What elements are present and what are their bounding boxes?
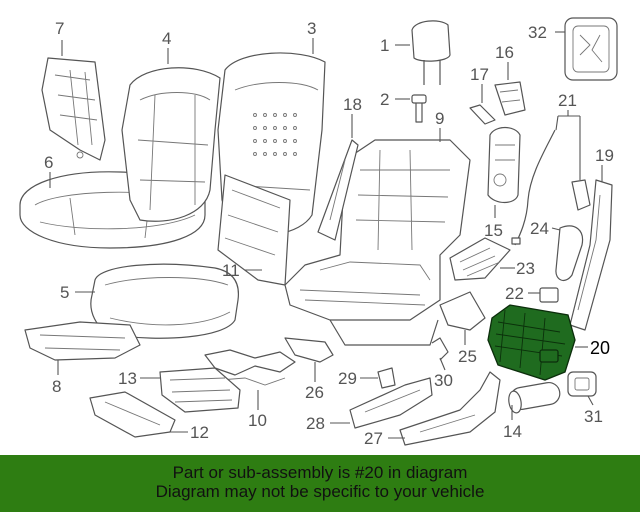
callout-1: 1: [380, 36, 389, 55]
part-12-bracket: [89, 391, 176, 438]
callout-32: 32: [528, 23, 547, 42]
part-7-back-panel: [41, 57, 106, 161]
callout-16: 16: [495, 43, 514, 62]
part-30-clip: [431, 337, 449, 361]
callout-17: 17: [470, 65, 489, 84]
callout-11: 11: [222, 261, 240, 280]
callout-25: 25: [458, 347, 477, 366]
part-4-back-foam: [121, 67, 221, 222]
callout-30: 30: [434, 371, 453, 390]
callout-23: 23: [516, 259, 535, 278]
part-2-headrest-guide: [411, 94, 427, 123]
part-14-motor: [508, 381, 561, 414]
part-5-cushion-cover: [90, 263, 240, 339]
callout-26: 26: [305, 383, 324, 402]
callout-28: 28: [306, 414, 325, 433]
part-8-cushion-pan: [24, 321, 141, 361]
callout-27: 27: [364, 429, 383, 448]
part-23-trim-plate: [449, 237, 511, 281]
callout-2: 2: [380, 90, 389, 109]
callout-4: 4: [162, 29, 171, 48]
seat-parts-diagram: 7 4 3 1 2 16 17 18 9 6 21 19 15 24 11 23…: [19, 17, 618, 448]
callout-10: 10: [248, 411, 267, 430]
part-15-airbag-module: [487, 126, 521, 204]
callout-13: 13: [118, 369, 137, 388]
part-17-small-clip: [469, 104, 496, 125]
part-18-side-trim: [317, 139, 359, 241]
part-1-headrest: [411, 20, 451, 85]
callout-labels: 7 4 3 1 2 16 17 18 9 6 21 19 15 24 11 23…: [44, 19, 614, 448]
callout-12: 12: [190, 423, 209, 442]
part-20-control-module-highlighted: [487, 304, 576, 381]
callout-3: 3: [307, 19, 316, 38]
callout-24: 24: [530, 219, 549, 238]
part-19-side-trim-panel: [569, 179, 613, 331]
callout-9: 9: [435, 109, 444, 128]
callout-31: 31: [584, 407, 603, 426]
callout-8: 8: [52, 377, 61, 396]
callout-22: 22: [505, 284, 524, 303]
part-29-bracket: [377, 367, 396, 389]
part-22-connector: [539, 287, 559, 303]
callout-5: 5: [60, 283, 69, 302]
callout-29: 29: [338, 369, 357, 388]
part-11-back-board: [217, 174, 291, 286]
banner-line-1: Part or sub-assembly is #20 in diagram: [172, 463, 468, 482]
banner-line-2: Diagram may not be specific to your vehi…: [155, 482, 485, 501]
part-26-trim-cover: [284, 337, 334, 363]
leader-lines: [49, 31, 603, 439]
part-21-cable: [511, 129, 591, 246]
part-16-clip: [494, 81, 526, 116]
callout-21: 21: [558, 91, 577, 110]
part-10-wire-harness: [204, 349, 296, 386]
part-28-outer-trim: [349, 377, 433, 429]
part-25-bracket-plate: [439, 291, 486, 331]
part-27-lower-trim: [399, 371, 501, 446]
callout-15: 15: [484, 221, 503, 240]
part-13-lumbar-block: [159, 367, 241, 413]
callout-19: 19: [595, 146, 614, 165]
callout-20: 20: [590, 338, 610, 358]
part-31-switch: [567, 371, 597, 397]
callout-14: 14: [503, 422, 522, 441]
part-32-control-panel: [564, 17, 618, 81]
callout-18: 18: [343, 95, 362, 114]
callout-6: 6: [44, 153, 53, 172]
part-9-seat-frame: [284, 139, 471, 346]
part-24-recliner-cover: [555, 225, 584, 282]
callout-7: 7: [55, 19, 64, 38]
info-banner: Part or sub-assembly is #20 in diagram D…: [0, 455, 640, 512]
